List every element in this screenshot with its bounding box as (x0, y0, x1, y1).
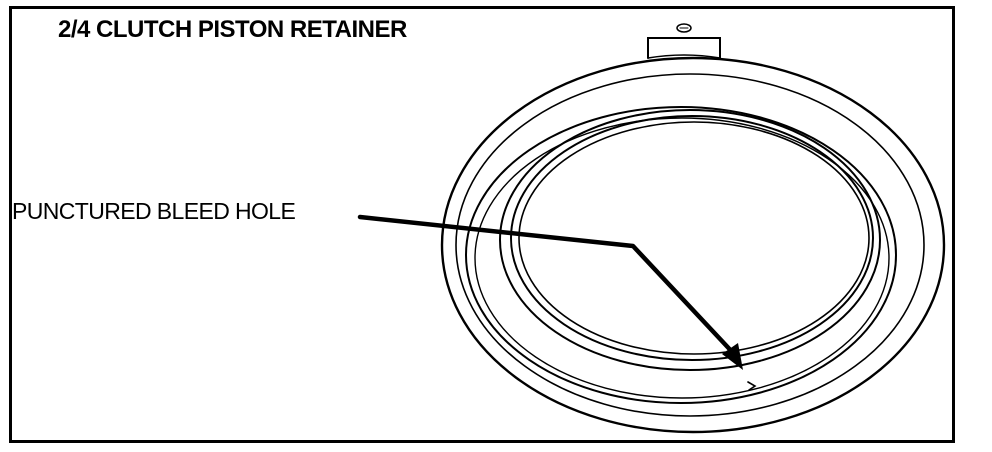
rim-inner-edge (455, 73, 925, 417)
tab-hole (676, 23, 692, 33)
step-ring-inner (474, 117, 890, 399)
bleed-hole-mark (747, 381, 757, 391)
callout-leader (357, 214, 739, 359)
arrow-head-icon (722, 343, 743, 370)
retainer-tab (647, 37, 721, 59)
inner-ring-outer (499, 109, 881, 371)
outer-rim (440, 56, 946, 434)
figure-title: 2/4 CLUTCH PISTON RETAINER (58, 16, 407, 43)
bleed-hole-label: PUNCTURED BLEED HOLE (12, 198, 296, 224)
figure-frame (9, 6, 955, 443)
inner-bore (518, 121, 870, 355)
step-ring-outer (465, 106, 897, 404)
inner-ring-inner (510, 115, 874, 361)
